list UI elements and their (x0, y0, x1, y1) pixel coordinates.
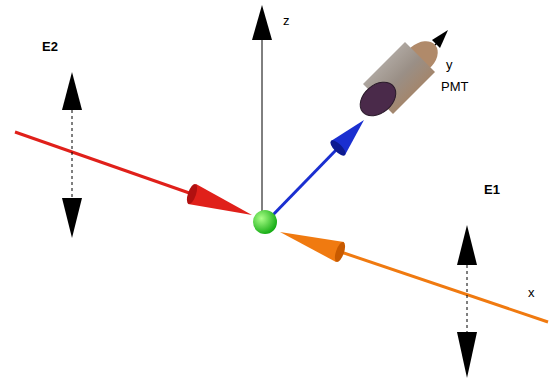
orange-beam (335, 250, 548, 322)
field-label: E2 (42, 40, 58, 53)
e2-polarization-arrow (62, 72, 82, 238)
red-cone-base (185, 183, 199, 205)
axis-label: z (283, 14, 290, 27)
e1-polarization-arrow (457, 225, 477, 378)
axis-label: x (528, 286, 535, 299)
blue-emission (268, 148, 338, 220)
pmt-cylinder (354, 34, 445, 122)
field-label: E1 (484, 183, 500, 196)
blue-cone-base (328, 138, 348, 158)
z-arrowhead (252, 5, 272, 40)
axis-label: y (446, 58, 453, 71)
red-beam (15, 132, 195, 195)
z-axis (262, 36, 263, 218)
detector-label: PMT (441, 80, 468, 93)
orange-cone-base (333, 241, 347, 263)
orange-cone (280, 232, 344, 262)
sample-sphere (253, 210, 277, 234)
red-cone (188, 184, 252, 215)
